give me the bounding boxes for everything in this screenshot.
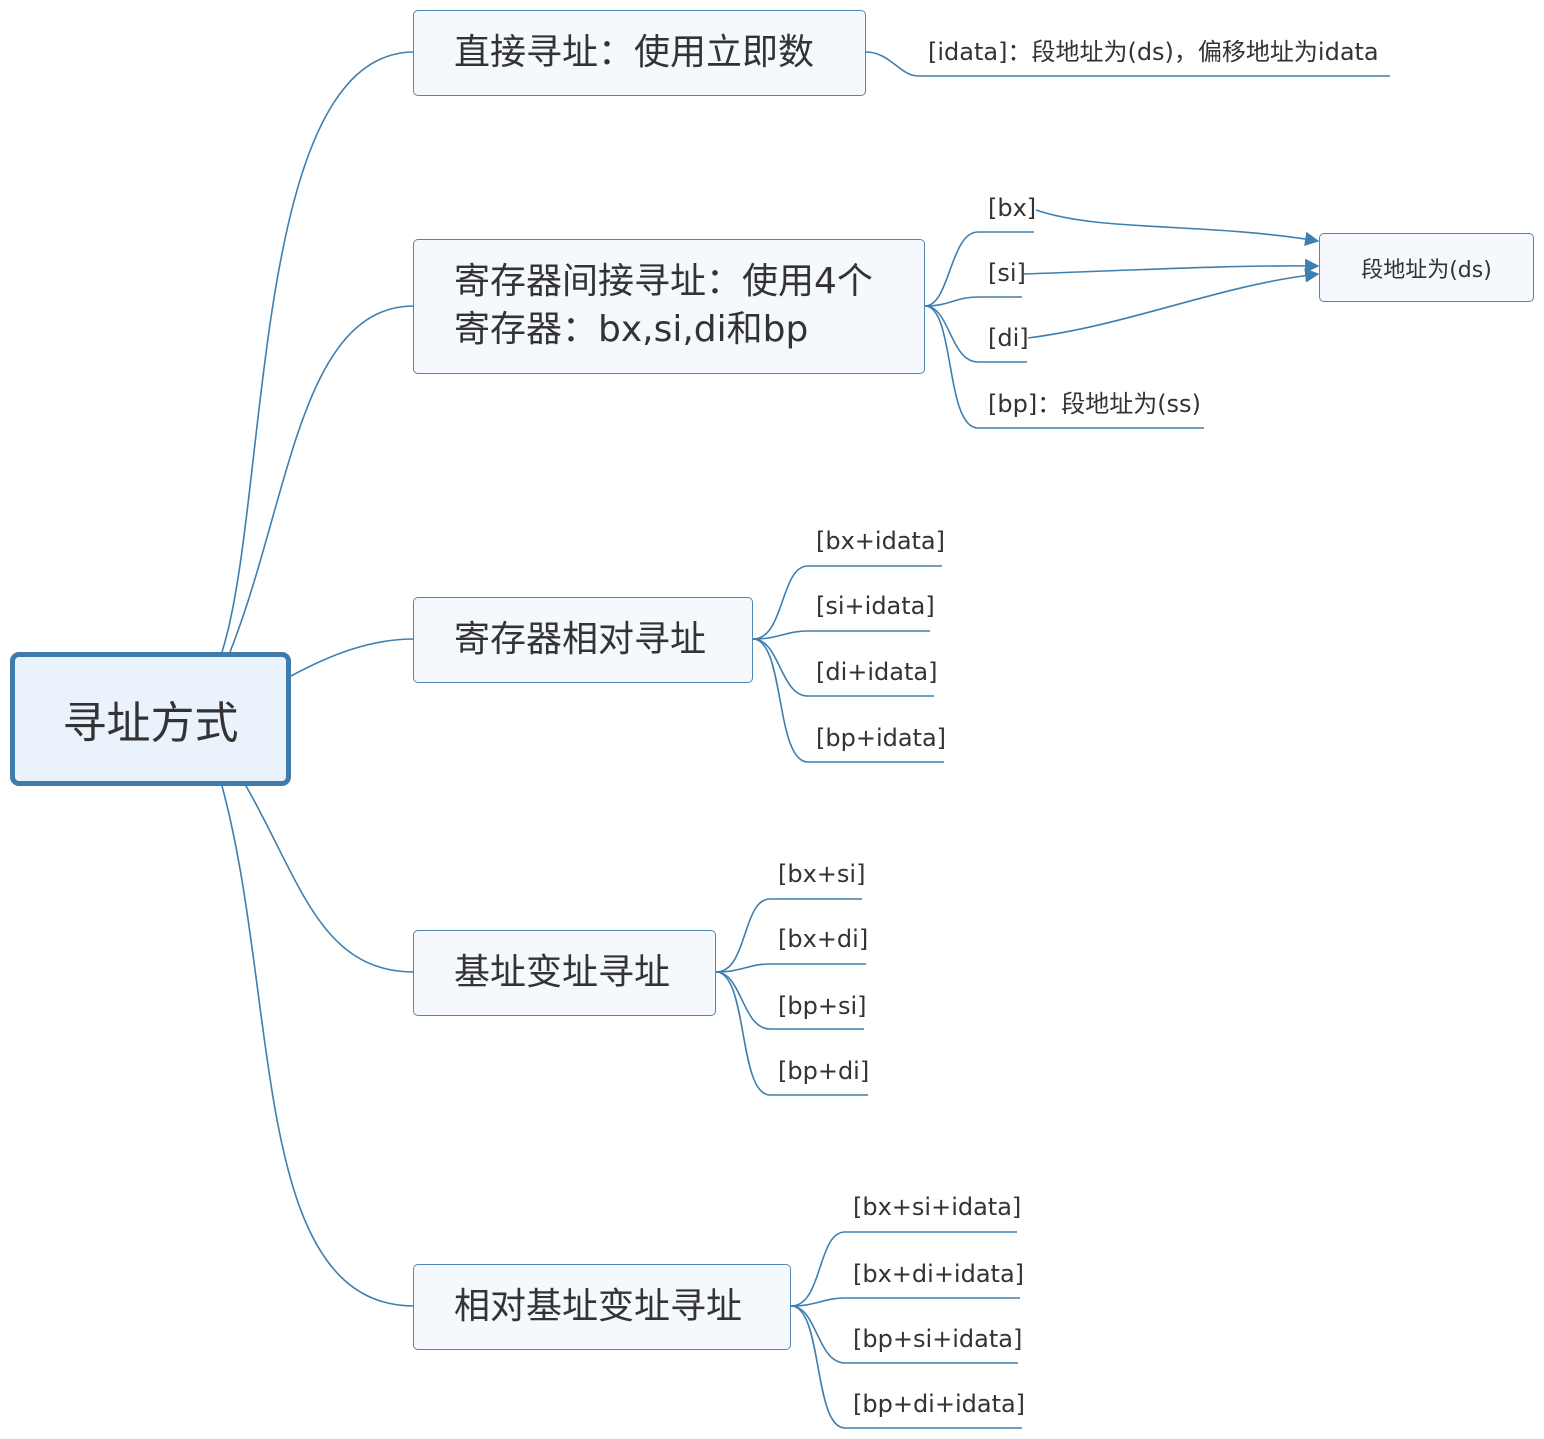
branch-node-relative-base-index[interactable]: 相对基址变址寻址 <box>413 1264 791 1350</box>
leaf-bp-di[interactable]: [bp+di] <box>778 1057 870 1085</box>
branch-node-direct[interactable]: 直接寻址：使用立即数 <box>413 10 866 96</box>
branch-label-line-1: 寄存器间接寻址：使用4个 <box>454 261 873 302</box>
root-label: 寻址方式 <box>62 698 239 749</box>
leaf-bx-di-idata[interactable]: [bx+di+idata] <box>853 1260 1025 1288</box>
leaf-di[interactable]: [di] <box>988 324 1029 352</box>
leaf-si-idata[interactable]: [si+idata] <box>816 592 935 620</box>
branch-label: 相对基址变址寻址 <box>454 1286 743 1327</box>
leaf-bp-di-idata[interactable]: [bp+di+idata] <box>853 1390 1026 1418</box>
leaf-bx-si[interactable]: [bx+si] <box>778 860 866 888</box>
branch4-leaf-connector-2 <box>715 963 771 973</box>
leaf-bp-si-idata[interactable]: [bp+si+idata] <box>853 1325 1023 1353</box>
branch-label: 基址变址寻址 <box>454 952 671 993</box>
root-connector-2 <box>229 305 415 653</box>
arrow-di-to-target <box>1027 268 1320 339</box>
branch5-leaf-connector-2 <box>790 1297 846 1307</box>
leaf-bp-idata[interactable]: [bp+idata] <box>816 724 947 752</box>
branch3-leaf-connector-3 <box>752 638 809 697</box>
arrow-si-to-target <box>1023 258 1320 275</box>
branch4-leaf-connector-1 <box>715 898 771 973</box>
target-label: 段地址为(ds) <box>1361 257 1492 283</box>
root-node[interactable]: 寻址方式 <box>10 652 291 786</box>
branch2-leaf-connector-4 <box>924 305 979 429</box>
branch-label: 寄存器相对寻址 <box>454 619 707 660</box>
leaf-di-idata[interactable]: [di+idata] <box>816 658 938 686</box>
branch1-leaf-connector <box>865 51 919 77</box>
branch-node-base-index[interactable]: 基址变址寻址 <box>413 930 716 1016</box>
segment-ds-node[interactable]: 段地址为(ds) <box>1319 233 1534 302</box>
branch-node-register-indirect[interactable]: 寄存器间接寻址：使用4个 寄存器：bx,si,di和bp <box>413 239 925 374</box>
leaf-bp[interactable]: [bp]：段地址为(ss) <box>988 390 1201 418</box>
root-connector-1 <box>221 51 415 653</box>
leaf-bx-di[interactable]: [bx+di] <box>778 925 869 953</box>
leaf-si[interactable]: [si] <box>988 259 1026 287</box>
branch5-leaf-connector-1 <box>790 1231 846 1307</box>
branch-label-line-2: 寄存器：bx,si,di和bp <box>454 309 809 350</box>
root-connector-4 <box>245 785 415 973</box>
leaf-bx-idata[interactable]: [bx+idata] <box>816 527 945 555</box>
root-connector-3 <box>290 638 415 677</box>
branch4-leaf-connector-3 <box>715 971 771 1030</box>
leaf-bp-si[interactable]: [bp+si] <box>778 992 867 1020</box>
branch3-leaf-connector-2 <box>752 630 809 640</box>
branch2-leaf-connector-2 <box>924 296 979 307</box>
branch5-leaf-connector-3 <box>790 1305 846 1364</box>
arrow-bx-to-target <box>1035 209 1320 247</box>
branch5-leaf-connector-4 <box>790 1305 846 1429</box>
branch3-leaf-connector-1 <box>752 565 809 640</box>
leaf-bx[interactable]: [bx] <box>988 194 1037 222</box>
branch-label: 直接寻址：使用立即数 <box>454 32 815 73</box>
leaf-bx-si-idata[interactable]: [bx+si+idata] <box>853 1193 1022 1221</box>
branch2-leaf-connector-1 <box>924 231 979 307</box>
branch2-leaf-connector-3 <box>924 305 979 363</box>
leaf-idata[interactable]: [idata]：段地址为(ds)，偏移地址为idata <box>928 38 1379 66</box>
branch4-leaf-connector-4 <box>715 971 771 1096</box>
root-connector-5 <box>221 785 415 1307</box>
branch-node-register-relative[interactable]: 寄存器相对寻址 <box>413 597 753 683</box>
branch3-leaf-connector-4 <box>752 638 809 763</box>
